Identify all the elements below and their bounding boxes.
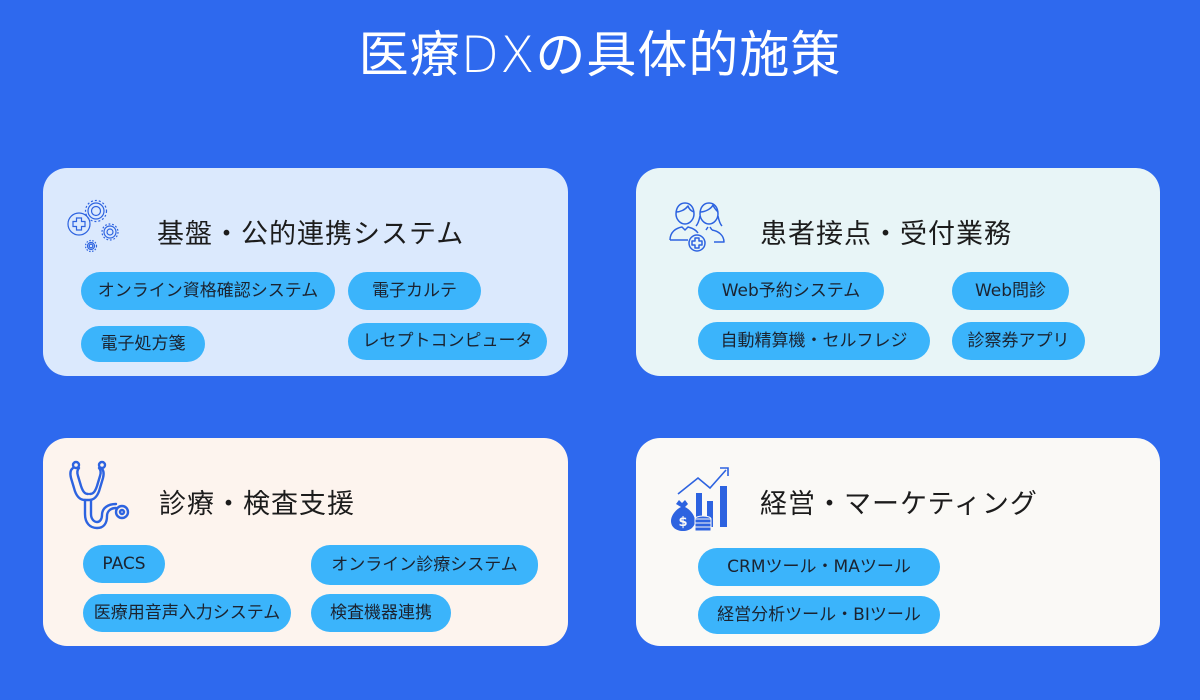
item-pill[interactable]: PACS [83, 545, 165, 583]
item-pill[interactable]: 医療用音声入力システム [83, 594, 291, 632]
item-pill[interactable]: 診察券アプリ [952, 322, 1085, 360]
card-title: 診療・検査支援 [159, 489, 355, 520]
stethoscope-icon [67, 460, 131, 534]
item-pill[interactable]: 電子カルテ [348, 272, 481, 310]
card-clinical-support: 診療・検査支援 PACS オンライン診療システム 医療用音声入力システム 検査機… [43, 438, 568, 646]
card-title: 患者接点・受付業務 [760, 219, 1012, 250]
item-pill[interactable]: 電子処方箋 [81, 326, 205, 362]
card-management-marketing: $ 経営・マーケティング CRMツール・MAツール 経営分析ツール・BIツール [636, 438, 1160, 646]
item-pill[interactable]: オンライン診療システム [311, 545, 538, 585]
svg-text:$: $ [678, 515, 687, 530]
card-patient-contact: 患者接点・受付業務 Web予約システム Web問診 自動精算機・セルフレジ 診察… [636, 168, 1160, 376]
card-title: 基盤・公的連携システム [157, 219, 465, 250]
item-pill[interactable]: オンライン資格確認システム [81, 272, 335, 310]
item-pill[interactable]: Web問診 [952, 272, 1069, 310]
patients-medical-cross-icon [668, 198, 732, 254]
gears-medical-cross-icon [65, 194, 129, 258]
card-infrastructure: 基盤・公的連携システム オンライン資格確認システム 電子カルテ 電子処方箋 レセ… [43, 168, 568, 376]
item-pill[interactable]: CRMツール・MAツール [698, 548, 940, 586]
item-pill[interactable]: レセプトコンピュータ [348, 323, 547, 360]
item-pill[interactable]: 自動精算機・セルフレジ [698, 322, 930, 360]
item-pill[interactable]: 経営分析ツール・BIツール [698, 596, 940, 634]
card-title: 経営・マーケティング [760, 489, 1038, 520]
growth-chart-money-icon: $ [666, 460, 736, 534]
item-pill[interactable]: Web予約システム [698, 272, 884, 310]
item-pill[interactable]: 検査機器連携 [311, 594, 451, 632]
page-title: 医療DXの具体的施策 [358, 26, 842, 84]
